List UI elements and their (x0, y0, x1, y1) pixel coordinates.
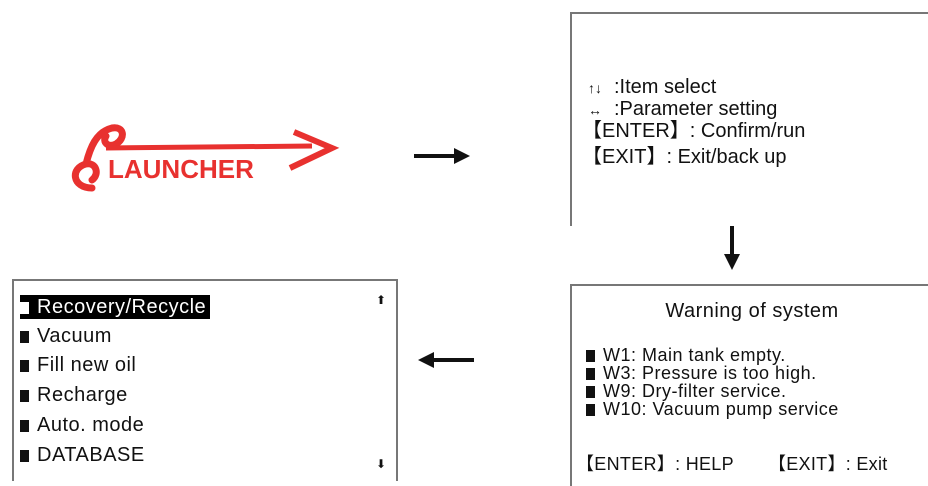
help-line-enter: 【ENTER】: Confirm/run (582, 120, 806, 142)
bullet-square-icon (586, 386, 595, 398)
arrow-left-icon (418, 352, 474, 368)
bullet-square-icon (20, 360, 29, 372)
logo-wordmark: LAUNCHER (108, 154, 254, 184)
arrow-right-icon (414, 148, 470, 164)
arrow-down-icon (724, 222, 740, 270)
warning-title: Warning of system (665, 300, 839, 322)
key-legend-screen: ↑↓:Item select ↔:Parameter setting 【ENTE… (570, 12, 928, 226)
bullet-square-icon (20, 420, 29, 432)
help-line-exit: 【EXIT】: Exit/back up (582, 146, 787, 168)
warning-item: W9: Dry-filter service. (586, 382, 787, 400)
warning-item: W1: Main tank empty. (586, 346, 786, 364)
bullet-square-icon (20, 390, 29, 402)
menu-item-vacuum[interactable]: Vacuum (20, 324, 112, 348)
bullet-square-icon (20, 450, 29, 462)
warning-footer: 【ENTER】: HELP 【EXIT】: Exit (576, 450, 922, 476)
bullet-square-icon (20, 302, 29, 314)
bullet-square-icon (586, 404, 595, 416)
menu-item-database[interactable]: DATABASE (20, 443, 145, 467)
warning-screen: Warning of system W1: Main tank empty. W… (570, 284, 928, 486)
bullet-square-icon (586, 350, 595, 362)
exit-key[interactable]: 【EXIT】: Exit (767, 454, 888, 474)
warning-item: W3: Pressure is too high. (586, 364, 817, 382)
left-right-arrows-icon: ↔ (588, 102, 602, 118)
enter-help-key[interactable]: 【ENTER】: HELP (576, 454, 734, 474)
bullet-square-icon (20, 331, 29, 343)
help-line-item-select: ↑↓:Item select (588, 76, 717, 98)
scroll-down-icon[interactable]: ⬇ (375, 457, 386, 471)
scroll-up-icon[interactable]: ⬆ (375, 293, 386, 307)
menu-item-recharge[interactable]: Recharge (20, 383, 128, 407)
up-down-arrows-icon: ↑↓ (588, 80, 602, 96)
menu-item-auto-mode[interactable]: Auto. mode (20, 413, 144, 437)
help-line-parameter-setting: ↔:Parameter setting (588, 98, 778, 120)
launcher-logo: LAUNCHER (62, 118, 342, 198)
bullet-square-icon (586, 368, 595, 380)
menu-item-fill-new-oil[interactable]: Fill new oil (20, 353, 136, 377)
main-menu-screen: Recovery/Recycle Vacuum Fill new oil Rec… (12, 279, 398, 481)
menu-item-recovery-recycle[interactable]: Recovery/Recycle (20, 295, 211, 319)
warning-item: W10: Vacuum pump service (586, 400, 839, 418)
